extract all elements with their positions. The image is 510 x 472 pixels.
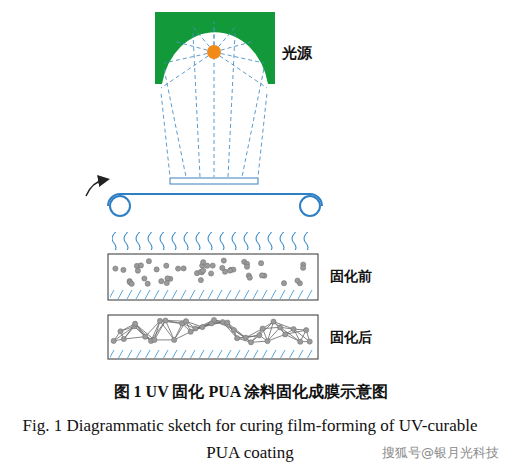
substrate-hatch (110, 347, 316, 358)
figure-caption: 图 1 UV 固化 PUA 涂料固化成膜示意图 (0, 382, 506, 403)
motion-arrow (86, 180, 104, 196)
conveyor-belt (108, 194, 322, 206)
lamp (207, 45, 221, 59)
sample-panel (170, 178, 258, 184)
uv-waves (112, 232, 312, 250)
state-label: 固化前 (330, 268, 372, 286)
film-after (108, 315, 318, 359)
wheel (110, 196, 130, 216)
light-rays (161, 22, 267, 177)
reflector (155, 12, 275, 84)
crosslinked-network (111, 317, 312, 345)
monomer-dots (113, 258, 306, 286)
part-label: 光源 (282, 44, 312, 63)
watermark: 搜狐号@银月光科技 (382, 444, 499, 462)
wheel (300, 196, 320, 216)
film-before (108, 254, 318, 300)
state-label: 固化后 (330, 329, 372, 347)
substrate-hatch (110, 288, 316, 299)
